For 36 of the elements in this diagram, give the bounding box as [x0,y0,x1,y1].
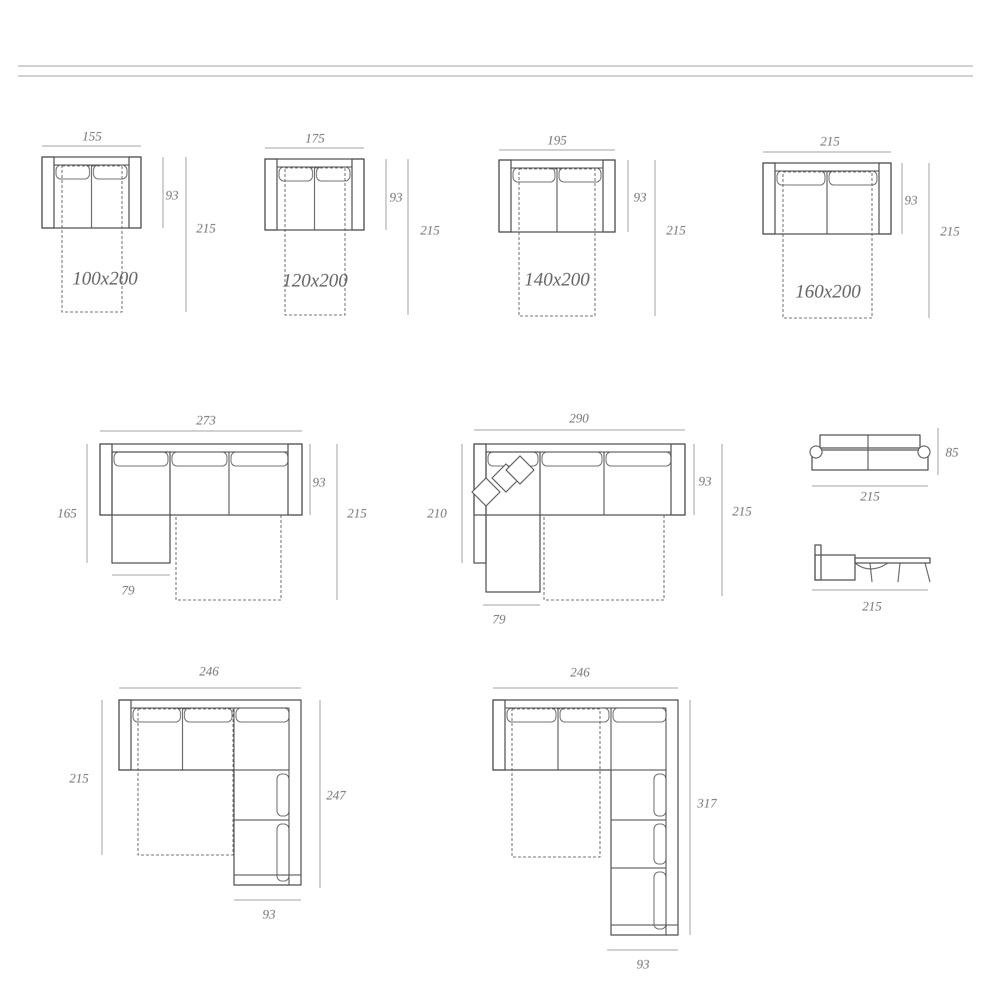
dimension-label: 215 [860,490,880,502]
dimension-label: 215 [940,224,960,238]
dimension-label: 165 [57,506,77,520]
bed-size-label: 100x200 [72,270,138,288]
dimension-label: 93 [634,190,646,204]
dimension-label: 79 [492,612,506,626]
dimension-label: 210 [427,506,447,520]
dimension-label: 93 [312,476,326,488]
dimension-label: 93 [166,188,178,202]
dimension-label: 93 [904,194,918,206]
bed-size-label: 120x200 [282,272,348,290]
dimension-label: 93 [262,908,276,920]
dimension-label: 215 [862,600,882,612]
dimension-label: 290 [569,412,589,424]
dimension-label: 215 [420,224,440,236]
dimension-label: 215 [732,504,752,518]
dimension-label: 215 [666,224,686,236]
dimension-label: 215 [196,222,216,234]
dimension-label: 273 [196,414,216,426]
dimension-label: 85 [946,446,958,458]
bed-size-label: 160x200 [795,282,861,302]
dimension-label: 215 [69,772,89,784]
dimension-label: 215 [820,134,840,148]
dimension-label: 246 [199,664,219,678]
dimension-label: 215 [347,506,367,520]
dimension-label: 93 [390,190,402,204]
dimension-label: 246 [570,666,590,678]
dimension-label: 93 [698,474,712,488]
dimension-label: 155 [82,130,102,142]
dimension-label: 93 [636,958,650,970]
dimension-label: 317 [697,796,717,810]
dimension-label: 175 [305,132,325,144]
dimension-label: 195 [547,134,567,146]
bed-size-label: 140x200 [524,270,590,290]
dimension-label: 79 [122,584,134,596]
dimension-label: 247 [326,788,346,802]
